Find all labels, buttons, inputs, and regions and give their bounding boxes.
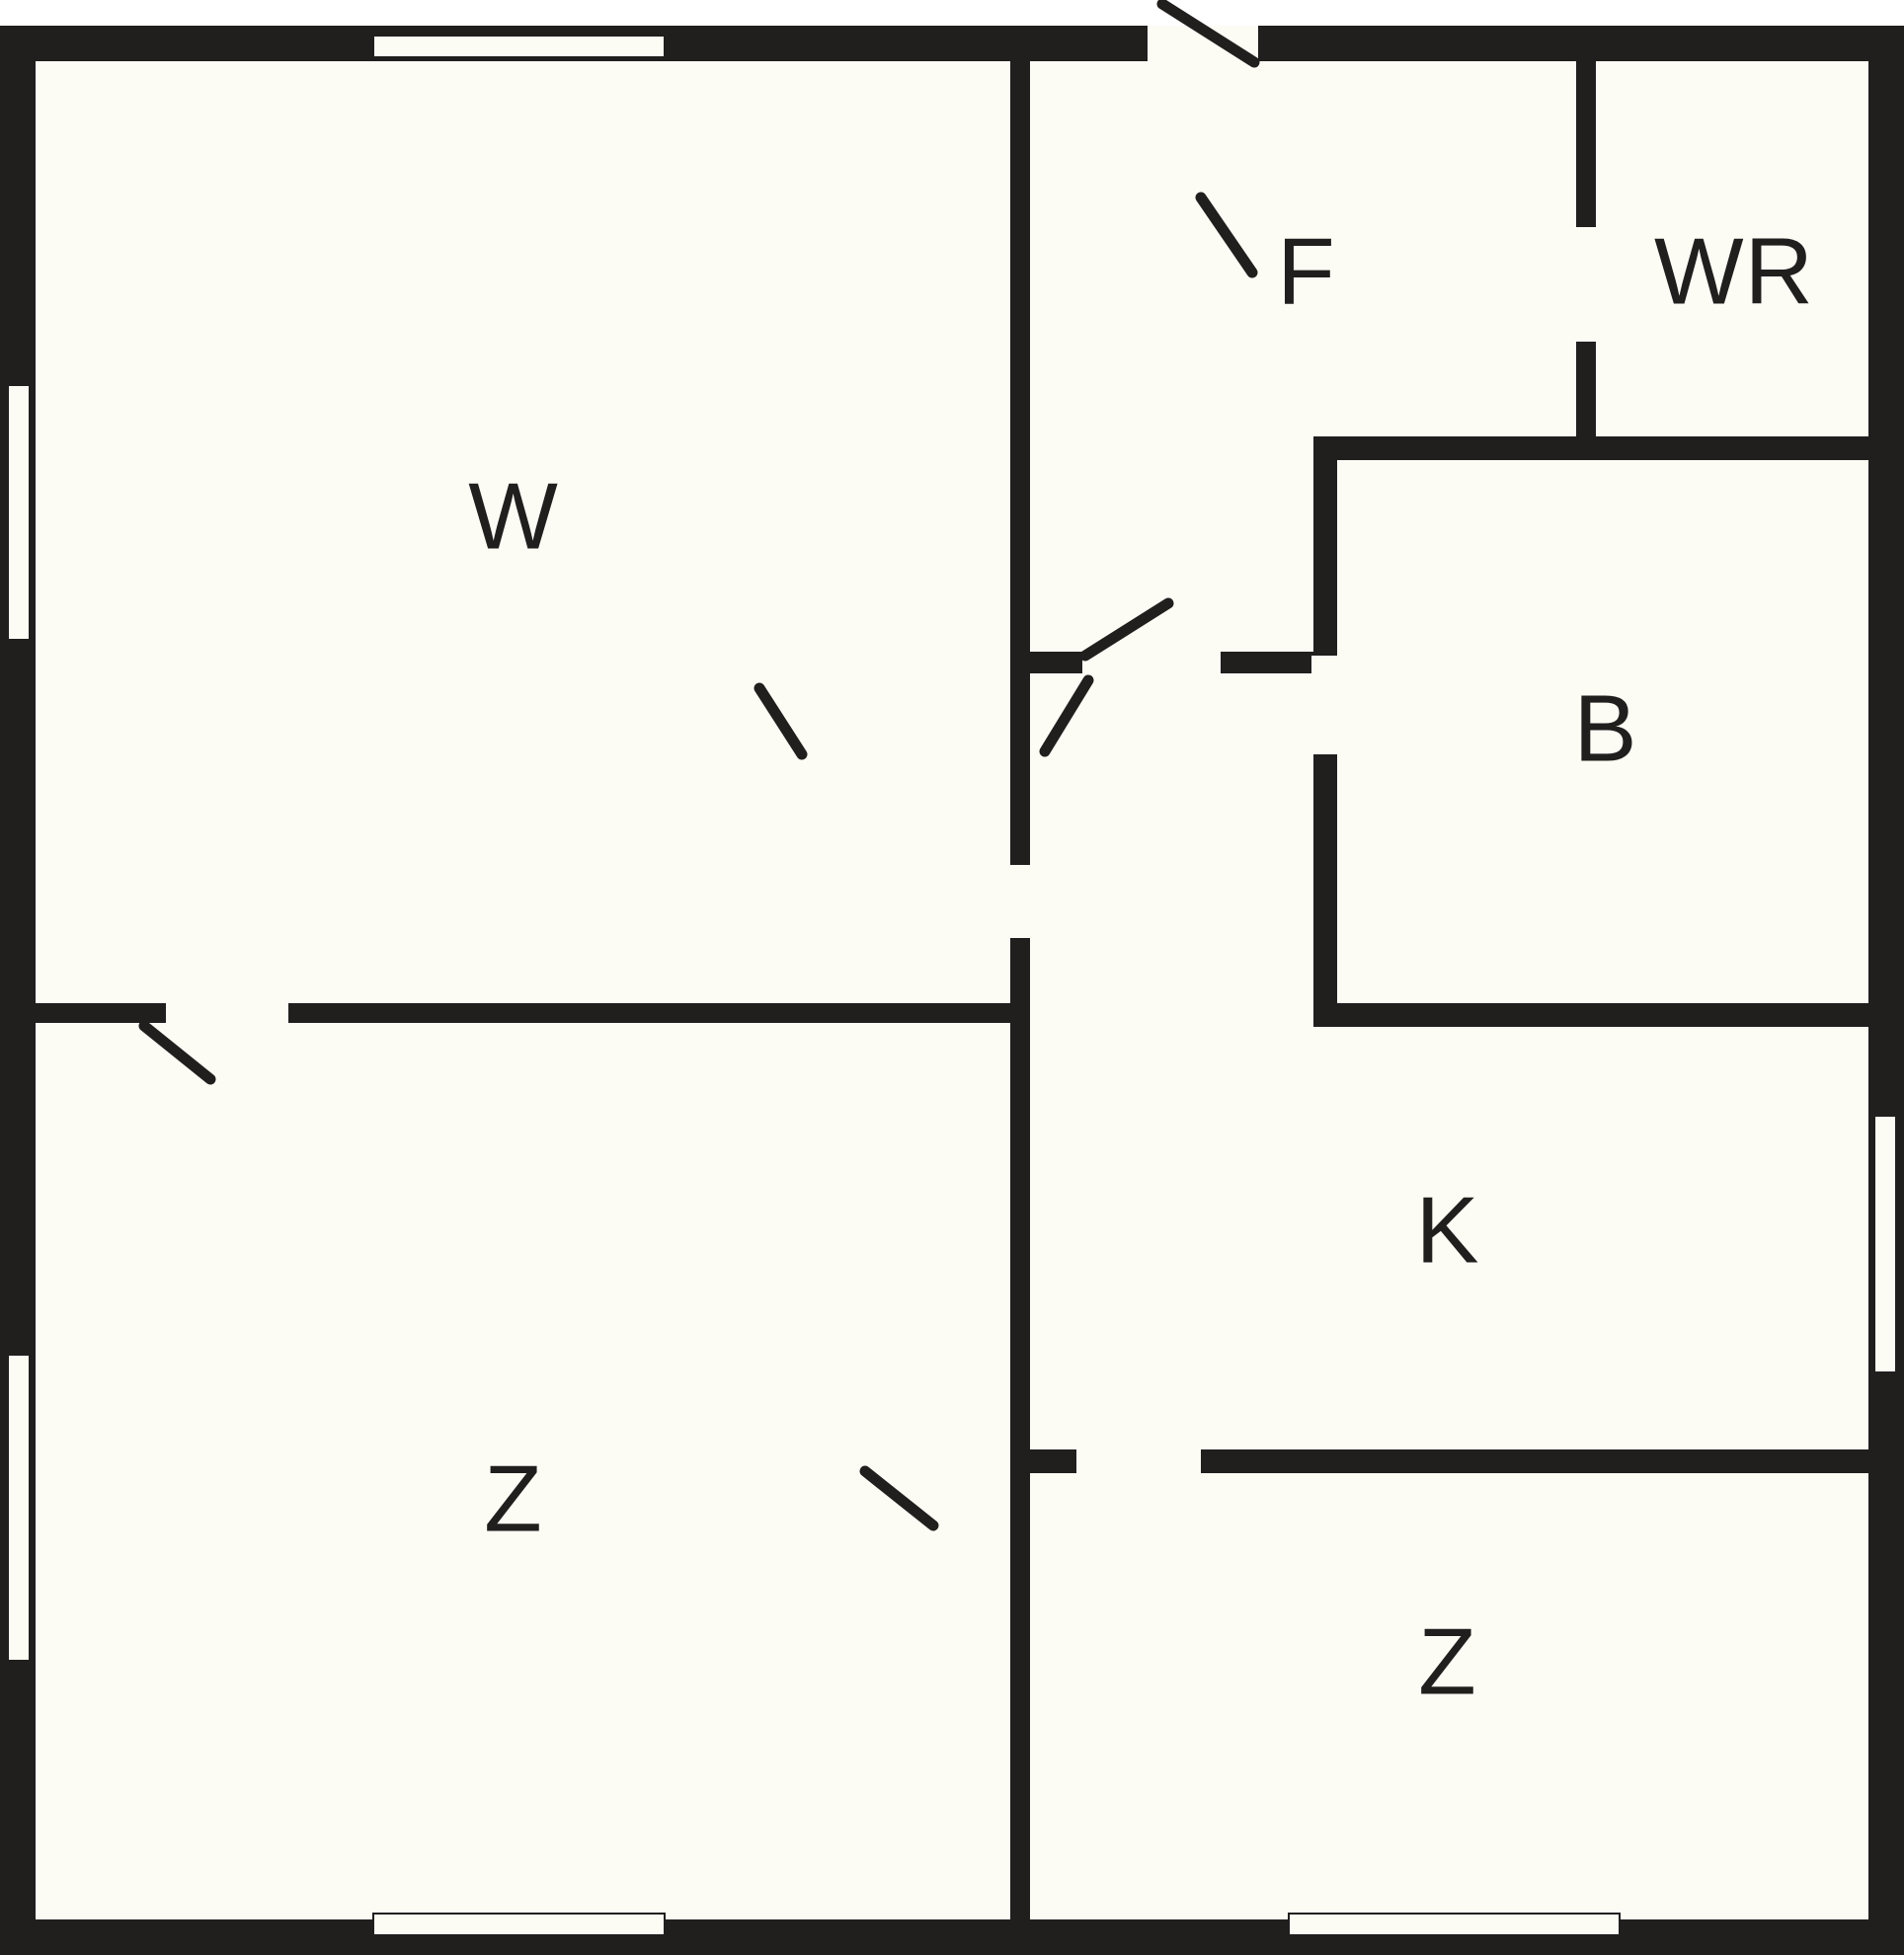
door-swing-bedroom-right	[859, 1465, 939, 1531]
door-gap-living	[1008, 865, 1032, 938]
wall-hall-west-upper	[1010, 61, 1030, 869]
room-label-z-left: Z	[484, 1446, 543, 1551]
room-label-w: W	[468, 463, 559, 569]
wall-wr-b-divider	[1313, 436, 1868, 460]
interior-floor	[36, 61, 1868, 1919]
room-labels: W Z F WR B K Z	[468, 218, 1814, 1714]
door-openings	[166, 26, 1598, 1475]
wall-b-k-divider	[1313, 1003, 1868, 1027]
window-bedroomr-bottom	[1288, 1913, 1621, 1936]
room-label-k: K	[1415, 1177, 1479, 1283]
wall-b-west-upper	[1313, 436, 1337, 662]
door-swings	[138, 0, 1260, 1531]
room-label-b: B	[1573, 675, 1637, 781]
window-living-top	[372, 35, 666, 58]
door-gap-bedroom-right	[1076, 1447, 1201, 1475]
window-bedroom-bottom	[372, 1913, 666, 1936]
door-gap-bathroom	[1311, 656, 1339, 754]
wall-hall-west-lower	[1010, 933, 1030, 1919]
window-living-left	[7, 384, 31, 641]
window-bedroom-left	[7, 1354, 31, 1662]
door-swing-hall-inner	[1079, 597, 1174, 662]
door-swing-wardrobe	[1195, 192, 1258, 278]
door-swing-living	[754, 682, 808, 760]
door-gap-hall-inner	[1082, 650, 1221, 675]
windows	[7, 35, 1897, 1936]
door-swing-bedroom-left	[138, 1020, 216, 1085]
room-label-wr: WR	[1654, 218, 1814, 324]
floor-areas	[36, 61, 1868, 1919]
room-label-f: F	[1277, 218, 1336, 324]
door-swing-bathroom	[1039, 674, 1094, 757]
room-label-z-right: Z	[1418, 1608, 1477, 1714]
wall-b-west-lower	[1313, 750, 1337, 1027]
door-gap-wardrobe	[1576, 227, 1598, 342]
door-gap-bedroom-left	[166, 1001, 288, 1027]
door-swing-entry	[1156, 0, 1260, 68]
wall-wr-west-lower	[1576, 338, 1596, 446]
wall-wr-west-upper	[1576, 61, 1596, 231]
window-kitchen-right	[1873, 1115, 1897, 1373]
